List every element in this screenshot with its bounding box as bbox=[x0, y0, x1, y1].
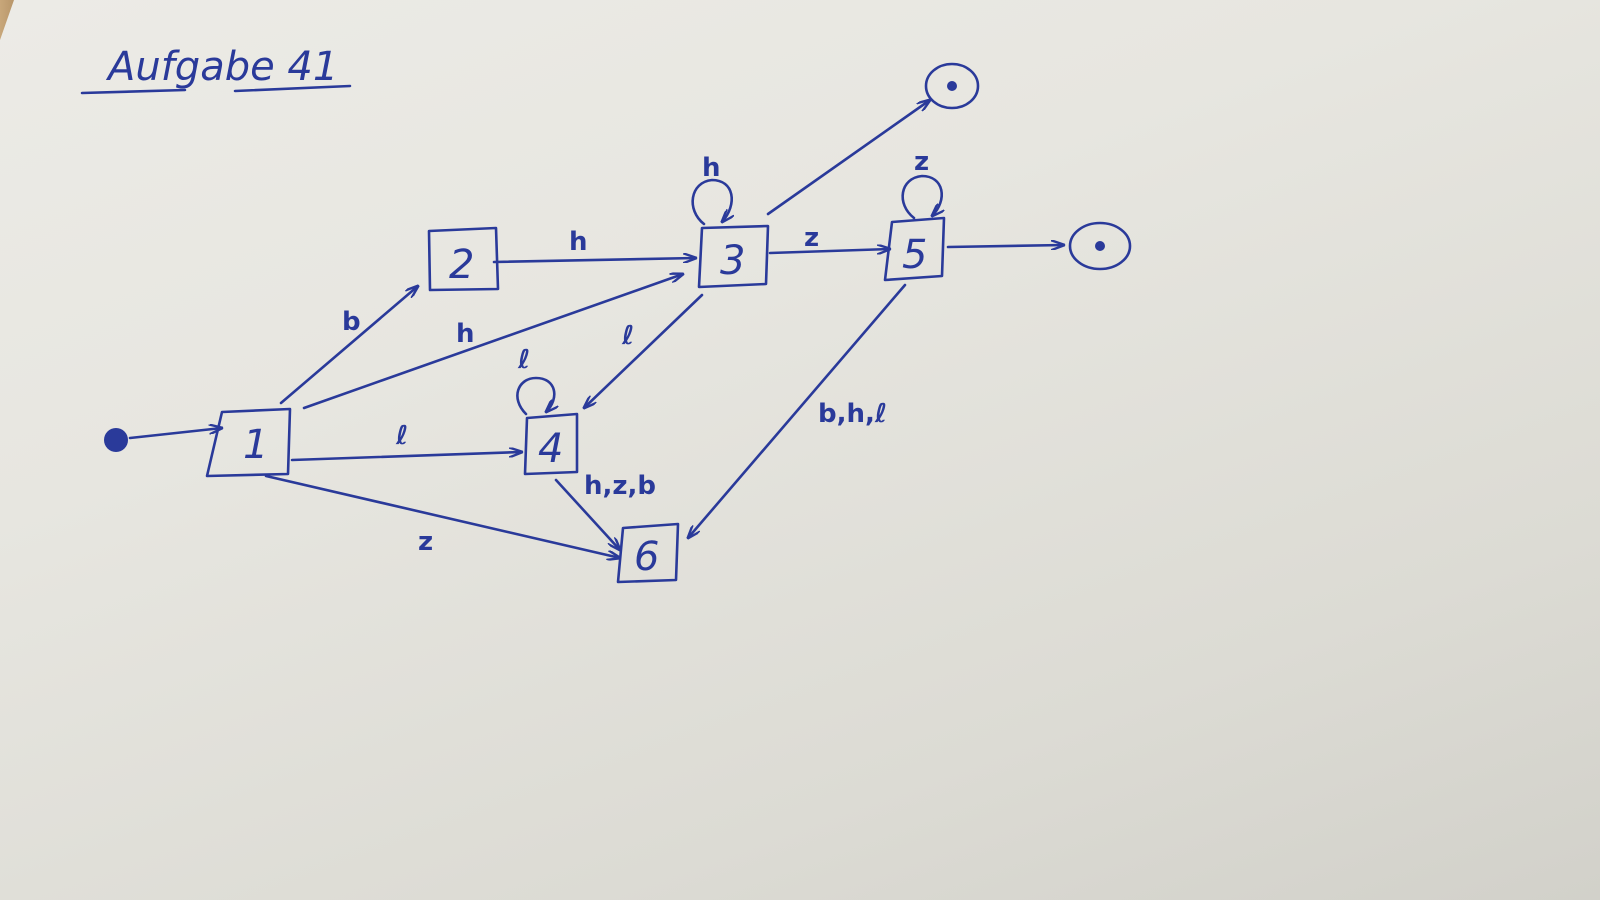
state-5: 5 bbox=[883, 216, 946, 282]
edge-5-6 bbox=[688, 283, 907, 538]
edge-label: h,z,b bbox=[584, 471, 656, 501]
self-loop-3 bbox=[691, 178, 732, 226]
diagram-title: Aufgabe 41 bbox=[105, 44, 338, 90]
state-label: 1 bbox=[243, 422, 268, 468]
edge-3-4 bbox=[584, 293, 704, 408]
self-loop-5 bbox=[901, 174, 942, 220]
edge-1-3 bbox=[302, 274, 683, 410]
edge-1-2 bbox=[279, 286, 418, 405]
state-3: 3 bbox=[697, 224, 770, 289]
start-state-icon bbox=[104, 428, 128, 452]
edge-label: h bbox=[456, 319, 475, 349]
edge-label: b bbox=[342, 307, 361, 337]
state-2: 2 bbox=[427, 226, 500, 292]
state-6: 6 bbox=[616, 522, 680, 584]
edge-label: z bbox=[804, 223, 819, 253]
edge-4-6 bbox=[554, 478, 620, 550]
edge-5-final bbox=[946, 245, 1066, 247]
edge-label: z bbox=[418, 527, 433, 557]
edge-label: ℓ bbox=[621, 321, 634, 351]
state-label: 5 bbox=[902, 232, 927, 278]
edge-label: z bbox=[914, 147, 929, 177]
edge-1-4 bbox=[290, 452, 524, 462]
state-label: 2 bbox=[449, 242, 474, 288]
state-1: 1 bbox=[205, 407, 292, 478]
edge-1-6 bbox=[264, 474, 620, 558]
edge-label: ℓ bbox=[395, 421, 408, 451]
state-label: 4 bbox=[538, 426, 563, 472]
final-state-icon bbox=[1068, 221, 1132, 271]
edge-label: h bbox=[569, 227, 588, 257]
edge-label: ℓ bbox=[517, 345, 530, 375]
state-label: 3 bbox=[720, 238, 745, 284]
self-loop-4 bbox=[516, 376, 554, 416]
final-state-icon bbox=[924, 62, 980, 110]
edge-label: h bbox=[702, 153, 721, 183]
edge-label: b,h,ℓ bbox=[818, 399, 887, 429]
state-label: 6 bbox=[634, 534, 659, 580]
edge-2-3 bbox=[492, 258, 698, 264]
state-4: 4 bbox=[523, 412, 579, 476]
edge-3-5 bbox=[768, 249, 892, 253]
title-underline bbox=[80, 84, 352, 95]
start-edge bbox=[128, 428, 222, 440]
edge-3-final bbox=[766, 100, 930, 216]
